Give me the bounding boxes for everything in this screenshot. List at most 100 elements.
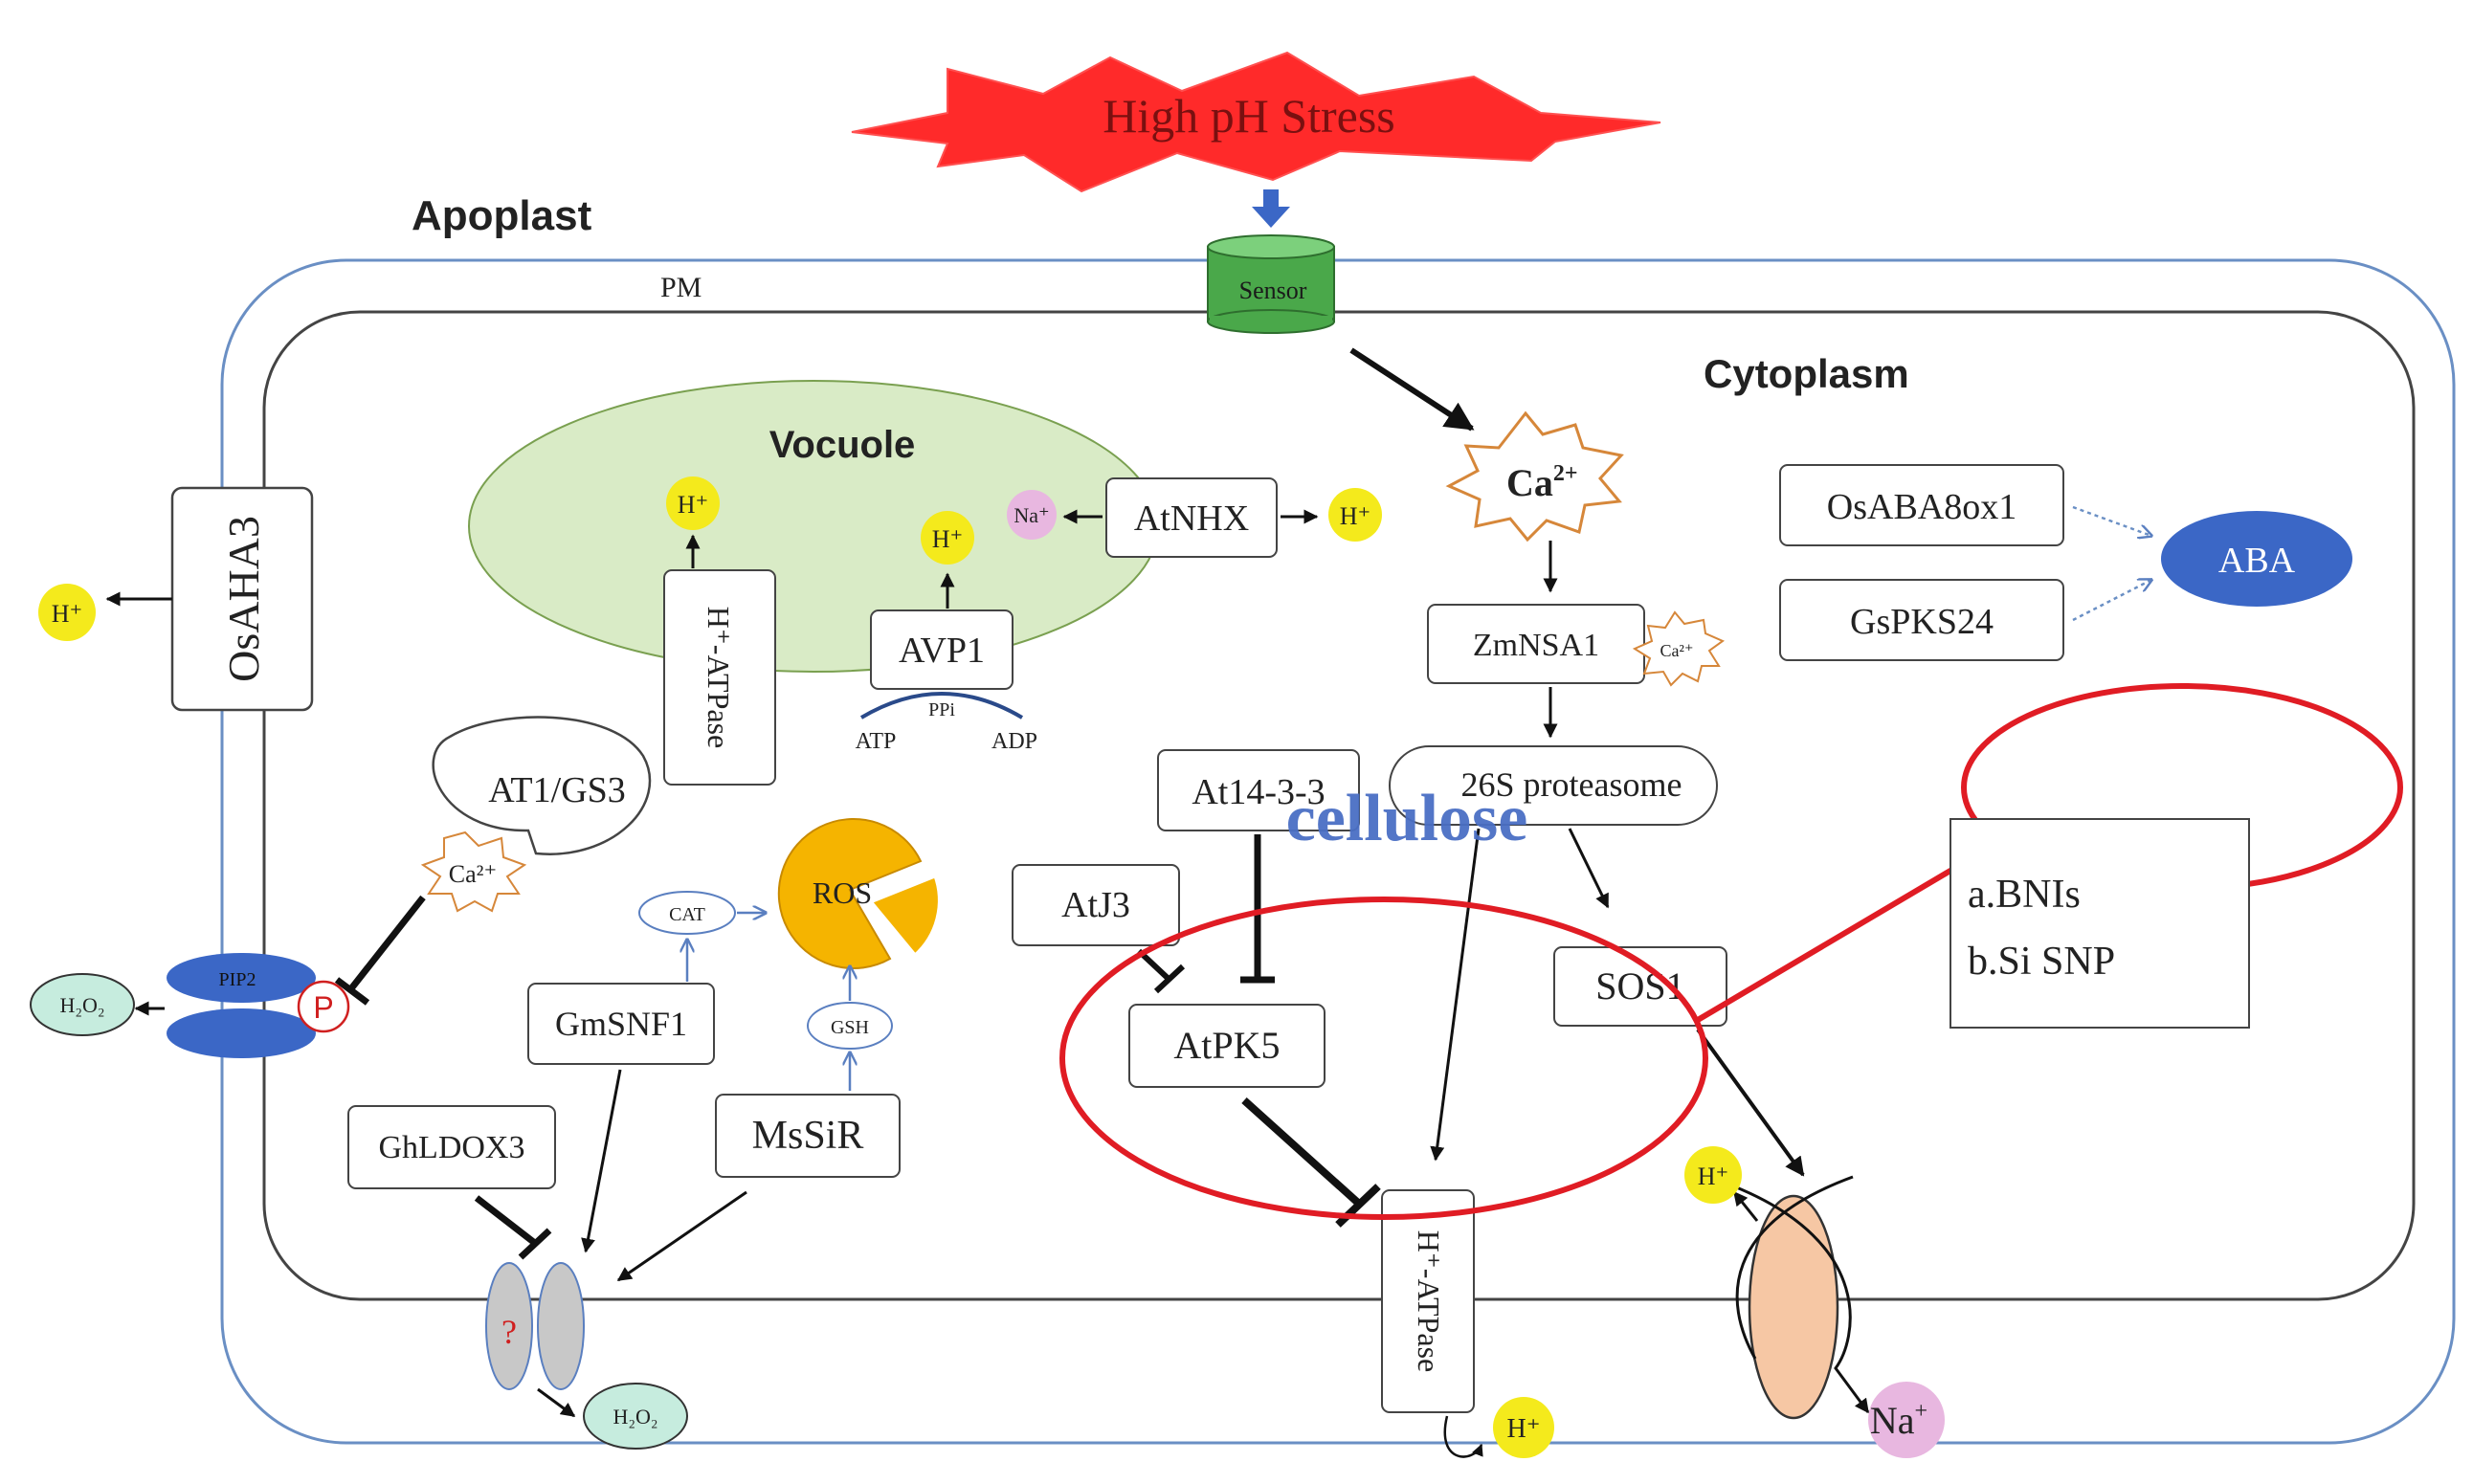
- at143-label: At14-3-3: [1192, 772, 1325, 812]
- arrow-mssir-channel: [616, 1190, 747, 1282]
- notes-box: [1949, 818, 2250, 1029]
- na-big: [1868, 1382, 1945, 1458]
- inhibit-ghldox3-channel-bar: [518, 1228, 552, 1260]
- h-hatpase-label: H⁺: [1507, 1414, 1541, 1444]
- inhibit-atpk5-hatpase: [1241, 1097, 1362, 1207]
- mssir-box: [715, 1094, 901, 1178]
- ca-mini-burst: [420, 831, 527, 913]
- arrow-gspks24-aba: [2072, 580, 2151, 622]
- ghldox3-label: GhLDOX3: [379, 1130, 525, 1165]
- stress-arrow-shaft: [1263, 189, 1279, 209]
- antiporter-h-path: [1735, 1175, 1854, 1360]
- ros-slice: [864, 871, 944, 962]
- atj3-label: AtJ3: [1061, 885, 1130, 925]
- vacuolar-h-atpase-box: [663, 569, 776, 786]
- ros-pie: [777, 817, 923, 969]
- antiporter: [1748, 1194, 1839, 1420]
- ros-label: ROS: [813, 875, 872, 910]
- h-atnhx-label: H⁺: [1340, 502, 1371, 530]
- h2o2-left: [30, 973, 135, 1036]
- unknown-channel-label: ?: [501, 1313, 517, 1351]
- inhibit-atj3-atpk5-bar: [1153, 963, 1186, 994]
- note-a: a.BNIs: [1968, 873, 2081, 917]
- h-atnhx: [1328, 488, 1382, 542]
- arrow-proteasome-sos1: [1568, 828, 1610, 909]
- gspks24-box: [1779, 579, 2064, 661]
- arrow-channel-h2o2: [537, 1387, 576, 1418]
- ca-main-label: Ca2+: [1506, 461, 1578, 504]
- sensor-label: Sensor: [1239, 277, 1307, 304]
- cat-label: CAT: [669, 904, 705, 925]
- arrow-gmsnf1-channel: [581, 1069, 622, 1253]
- h-hatpase: [1493, 1397, 1554, 1458]
- mssir-label: MsSiR: [752, 1114, 864, 1158]
- proteasome-box: [1389, 745, 1718, 826]
- ppi-arc: [859, 692, 1024, 720]
- at1gs3-label: AT1/GS3: [488, 770, 626, 810]
- unknown-channel-left: [485, 1262, 533, 1390]
- hatpase-h-efflux: [1443, 1415, 1483, 1458]
- highlight-ellipse-atpk5: [1059, 897, 1708, 1220]
- h2o2-left-label: H₂O₂: [59, 993, 104, 1017]
- h2o2-bottom: [583, 1383, 688, 1450]
- gmsnf1-box: [527, 983, 715, 1065]
- h-antiporter: [1684, 1146, 1742, 1204]
- cytoplasm-label: Cytoplasm: [1704, 351, 1909, 396]
- h-vacuole-2: [921, 511, 974, 565]
- h-osaha3-label: H⁺: [52, 600, 83, 628]
- osaba8ox1-label: OsABA8ox1: [1827, 487, 2016, 527]
- avp1-label: AVP1: [899, 631, 985, 671]
- h-vacuole-1-label: H⁺: [678, 491, 709, 519]
- at1gs3-shape: [432, 716, 652, 855]
- h-vacuole-2-label: H⁺: [932, 525, 964, 553]
- adp-label: ADP: [991, 729, 1037, 754]
- inhibit-atj3-atpk5: [1136, 948, 1172, 983]
- sos1-box: [1553, 946, 1727, 1027]
- h-antiporter-label: H⁺: [1698, 1163, 1729, 1190]
- aba-label: ABA: [2218, 541, 2296, 581]
- h2o2-bottom-label: H₂O₂: [613, 1405, 657, 1429]
- atpk5-label: AtPK5: [1173, 1024, 1280, 1067]
- pm-h-atpase-box: [1381, 1189, 1475, 1413]
- inhibit-ca-pip2-bar: [334, 977, 370, 1006]
- proteasome-label: 26S proteasome: [1461, 765, 1682, 804]
- inhibit-ghldox3-channel: [474, 1195, 539, 1247]
- arrow-sos1-antiporter: [1696, 1028, 1805, 1177]
- pm-label: PM: [660, 272, 702, 303]
- stress-burst: [851, 51, 1661, 193]
- cat-ellipse: [638, 891, 736, 935]
- h-osaha3: [38, 584, 96, 641]
- ca-small-burst: [1632, 610, 1726, 687]
- gsh-label: GSH: [831, 1017, 869, 1038]
- avp1-box: [870, 609, 1014, 690]
- cellulose-label: cellulose: [1286, 782, 1528, 855]
- plasma-membrane-inner: [262, 310, 2416, 1301]
- ghldox3-box: [347, 1105, 556, 1189]
- na-small-label: Na⁺: [1014, 503, 1049, 527]
- atnhx-box: [1105, 477, 1278, 558]
- gmsnf1-label: GmSNF1: [555, 1005, 687, 1043]
- ppi-label: PPi: [928, 699, 955, 720]
- gsh-ellipse: [807, 1002, 893, 1050]
- arrow-osaba8ox1-aba: [2072, 505, 2151, 536]
- phospho-p: [297, 980, 350, 1033]
- osaba8ox1-box: [1779, 464, 2064, 546]
- atnhx-label: AtNHX: [1134, 498, 1249, 539]
- stress-label: High pH Stress: [1103, 89, 1395, 143]
- arrow-proteasome-hatpase: [1430, 828, 1481, 1162]
- vacuolar-h-atpase-label: H⁺-ATPase: [702, 607, 736, 748]
- ca-main-burst: [1445, 410, 1624, 543]
- gspks24-label: GsPKS24: [1850, 602, 1994, 642]
- h-vacuole-1: [666, 476, 720, 530]
- pip2-label: PIP2: [219, 969, 256, 990]
- atpk5-box: [1128, 1004, 1326, 1088]
- unknown-channel-right: [537, 1262, 585, 1390]
- phospho-p-label: P: [313, 990, 333, 1025]
- at143-box: [1157, 749, 1360, 831]
- aba-ellipse: [2161, 511, 2352, 607]
- ca-mini-label: Ca²⁺: [449, 860, 497, 888]
- na-big-label: Na+: [1870, 1399, 1927, 1442]
- antiporter-h-out: [1732, 1190, 1759, 1222]
- apoplast-label: Apoplast: [412, 192, 592, 239]
